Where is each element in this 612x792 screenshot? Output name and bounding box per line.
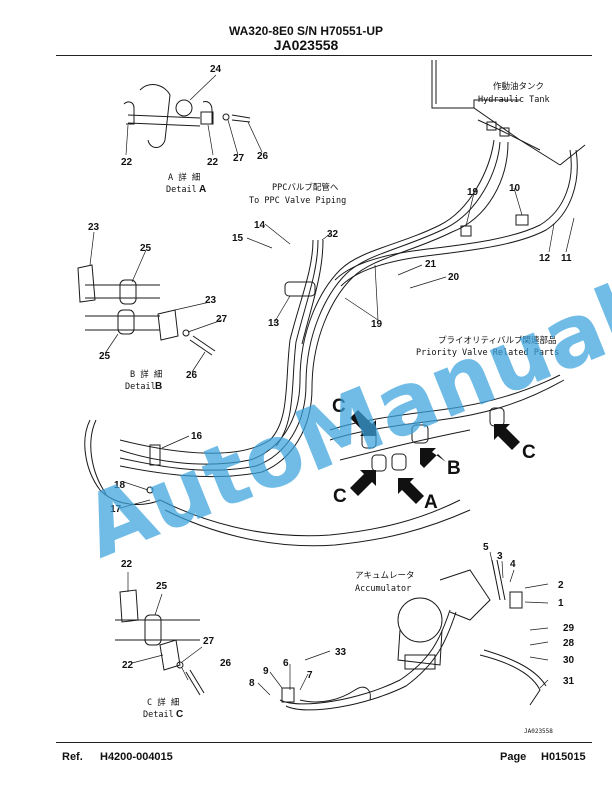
callout-23-b-top: 23 (88, 222, 100, 233)
footer-ref-label: Ref. (62, 751, 83, 763)
detail-c-label-en: Detail (143, 710, 174, 720)
detail-a-label-jp: A 詳 細 (168, 172, 200, 183)
detail-a-drawing (123, 84, 251, 148)
detail-b-label-jp: B 詳 細 (130, 369, 162, 380)
callout-7: 7 (307, 670, 313, 681)
arrow-c-lower (350, 470, 376, 496)
callout-12: 12 (539, 253, 551, 264)
detail-c-label-jp: C 詳 細 (147, 697, 179, 708)
callout-4: 4 (510, 559, 516, 570)
callout-30: 30 (563, 655, 575, 666)
footer-ref-value: H4200-004015 (100, 751, 173, 763)
callout-6: 6 (283, 658, 289, 669)
callout-2: 2 (558, 580, 564, 591)
detail-b-label-en: Detail (125, 382, 156, 392)
callout-16: 16 (191, 431, 203, 442)
figure-id-small: JA023558 (524, 728, 553, 735)
callout-27-c: 27 (203, 636, 215, 647)
callout-20: 20 (448, 272, 460, 283)
callout-9: 9 (263, 666, 269, 677)
callout-23-b: 23 (205, 295, 217, 306)
footer-page-value: H015015 (541, 751, 586, 763)
callout-33: 33 (335, 647, 347, 658)
callout-22-a-right: 22 (207, 157, 219, 168)
callout-19-top: 19 (467, 187, 479, 198)
callout-28: 28 (563, 638, 575, 649)
callout-3: 3 (497, 551, 503, 562)
leader-lines (89, 74, 575, 696)
callout-27-a: 27 (233, 153, 245, 164)
callout-26-a: 26 (257, 151, 269, 162)
callout-10: 10 (509, 183, 521, 194)
detail-a-letter: A (199, 184, 206, 195)
clamps-and-fittings (146, 214, 529, 703)
callout-22-a-left: 22 (121, 157, 133, 168)
callout-22-c-bottom: 22 (122, 660, 134, 671)
hydraulic-tank-drawing (431, 60, 586, 166)
callout-32: 32 (327, 229, 339, 240)
footer-divider (56, 742, 592, 743)
callout-29: 29 (563, 623, 575, 634)
detail-c-drawing (115, 589, 205, 696)
detail-b-drawing (77, 264, 216, 356)
callout-26-b: 26 (186, 370, 198, 381)
callout-1: 1 (558, 598, 564, 609)
arrow-b (420, 448, 446, 468)
view-letter-c-lower: C (333, 486, 347, 507)
callout-22-c-top: 22 (121, 559, 133, 570)
header-model-line: WA320-8E0 S/N H70551-UP (228, 24, 384, 38)
callout-15: 15 (232, 233, 244, 244)
callout-11: 11 (561, 253, 572, 264)
detail-b-letter: B (155, 381, 162, 392)
callout-24: 24 (210, 64, 222, 75)
header-divider (56, 55, 592, 56)
detail-a-label-en: Detail (166, 185, 197, 195)
priority-label-jp: プライオリティバルブ関連部品 (438, 335, 557, 346)
view-letter-b: B (447, 458, 461, 479)
view-letter-c-upper: C (332, 396, 346, 417)
accumulator-label-en: Accumulator (355, 584, 411, 594)
callout-25-b-bottom: 25 (99, 351, 111, 362)
callout-21: 21 (425, 259, 437, 270)
arrow-c-upper (350, 410, 376, 436)
callout-17: 17 (110, 504, 122, 515)
callout-18: 18 (114, 480, 126, 491)
watermark-text: AutoManual (70, 267, 612, 578)
view-arrows (350, 410, 520, 504)
callout-26-c: 26 (220, 658, 232, 669)
view-letter-a: A (424, 492, 438, 513)
main-hose-bundle (84, 139, 578, 711)
callout-19-mid: 19 (371, 319, 383, 330)
callout-5: 5 (483, 542, 489, 553)
detail-c-letter: C (176, 709, 183, 720)
ppc-label-jp: PPCバルブ配管へ (272, 182, 339, 193)
accumulator-label-jp: アキュムレータ (355, 571, 415, 581)
hydraulic-tank-label-en: Hydraulic Tank (478, 95, 550, 105)
arrow-a (398, 478, 424, 504)
callout-25-b-top: 25 (140, 243, 152, 254)
hydraulic-tank-label-jp: 作動油タンク (493, 81, 544, 92)
header-figure-id: JA023558 (273, 37, 339, 53)
callout-8: 8 (249, 678, 255, 689)
accumulator-drawing (397, 559, 547, 706)
ppc-label-en: To PPC Valve Piping (249, 196, 346, 206)
callout-13: 13 (268, 318, 280, 329)
callout-14: 14 (254, 220, 266, 231)
arrow-c-right (494, 424, 520, 450)
view-letter-c-right: C (522, 442, 536, 463)
callout-25-c: 25 (156, 581, 168, 592)
footer-page-label: Page (500, 751, 527, 763)
callout-27-b: 27 (216, 314, 228, 325)
callout-31: 31 (563, 676, 575, 687)
priority-label-en: Priority Valve Related Parts (416, 348, 559, 358)
